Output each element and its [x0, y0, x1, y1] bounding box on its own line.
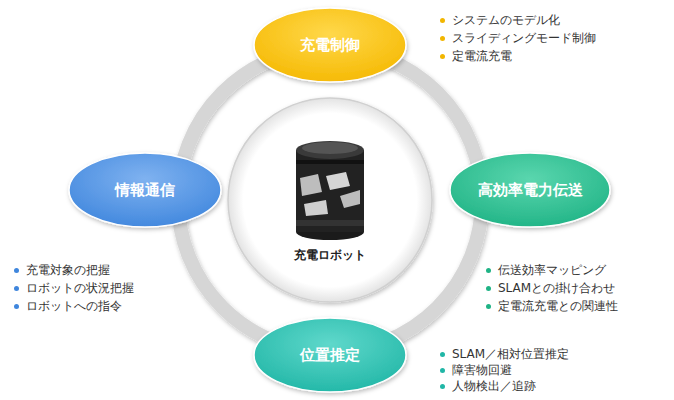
bullet-item: SLAMとの掛け合わせ: [486, 280, 615, 296]
bullet-text: ロボットへの指令: [26, 298, 122, 314]
bullet-text: 充電対象の把握: [26, 262, 110, 278]
robot-illustration: [296, 141, 364, 240]
bullet-dot: [14, 268, 19, 273]
bullet-dot: [440, 18, 445, 23]
bullet-item: 充電対象の把握: [14, 262, 110, 278]
bullet-item: SLAM／相対位置推定: [440, 346, 569, 362]
bullet-item: ロボットへの指令: [14, 298, 122, 314]
bullet-dot: [14, 304, 19, 309]
bullet-dot: [440, 352, 445, 357]
bullet-text: 伝送効率マッピング: [498, 262, 606, 278]
bullet-item: 定電流充電: [440, 48, 512, 64]
bullet-text: 人物検出／追跡: [452, 378, 536, 394]
bullet-dot: [486, 304, 491, 309]
bullet-text: 障害物回避: [452, 362, 512, 378]
bullet-dot: [440, 368, 445, 373]
bullet-dot: [440, 384, 445, 389]
bullet-dot: [486, 268, 491, 273]
bullet-text: スライディングモード制御: [452, 30, 596, 46]
bullet-dot: [486, 286, 491, 291]
bullet-text: 定電流充電: [452, 48, 512, 64]
bullet-item: システムのモデル化: [440, 12, 560, 28]
center-disc: [228, 98, 432, 302]
bullet-text: SLAMとの掛け合わせ: [498, 280, 615, 296]
bullet-item: スライディングモード制御: [440, 30, 596, 46]
bullet-item: 人物検出／追跡: [440, 378, 536, 394]
node-label: 高効率電力伝送: [478, 181, 583, 200]
bullet-text: SLAM／相対位置推定: [452, 346, 569, 362]
bullet-item: 伝送効率マッピング: [486, 262, 606, 278]
bullet-dot: [14, 286, 19, 291]
bullet-dot: [440, 54, 445, 59]
bullet-item: 障害物回避: [440, 362, 512, 378]
bullet-text: ロボットの状況把握: [26, 280, 134, 296]
node-label: 位置推定: [300, 346, 360, 365]
topic-ellipse: 高効率電力伝送: [450, 153, 610, 227]
topic-ellipse: 情報通信: [69, 153, 221, 227]
bullet-text: システムのモデル化: [452, 12, 560, 28]
node-label: 充電ロボット: [294, 247, 366, 264]
center-circle: 充電ロボット: [228, 98, 432, 302]
topic-ellipse: 充電制御: [254, 8, 406, 82]
bullet-item: 定電流充電との関連性: [486, 298, 618, 314]
circle-outline: [228, 98, 432, 302]
topic-ellipse: 位置推定: [254, 318, 406, 392]
bullet-item: ロボットの状況把握: [14, 280, 134, 296]
node-label: 充電制御: [300, 36, 360, 55]
node-label: 情報通信: [115, 181, 175, 200]
bullet-dot: [440, 36, 445, 41]
grey-ring: [178, 48, 482, 352]
bullet-text: 定電流充電との関連性: [498, 298, 618, 314]
